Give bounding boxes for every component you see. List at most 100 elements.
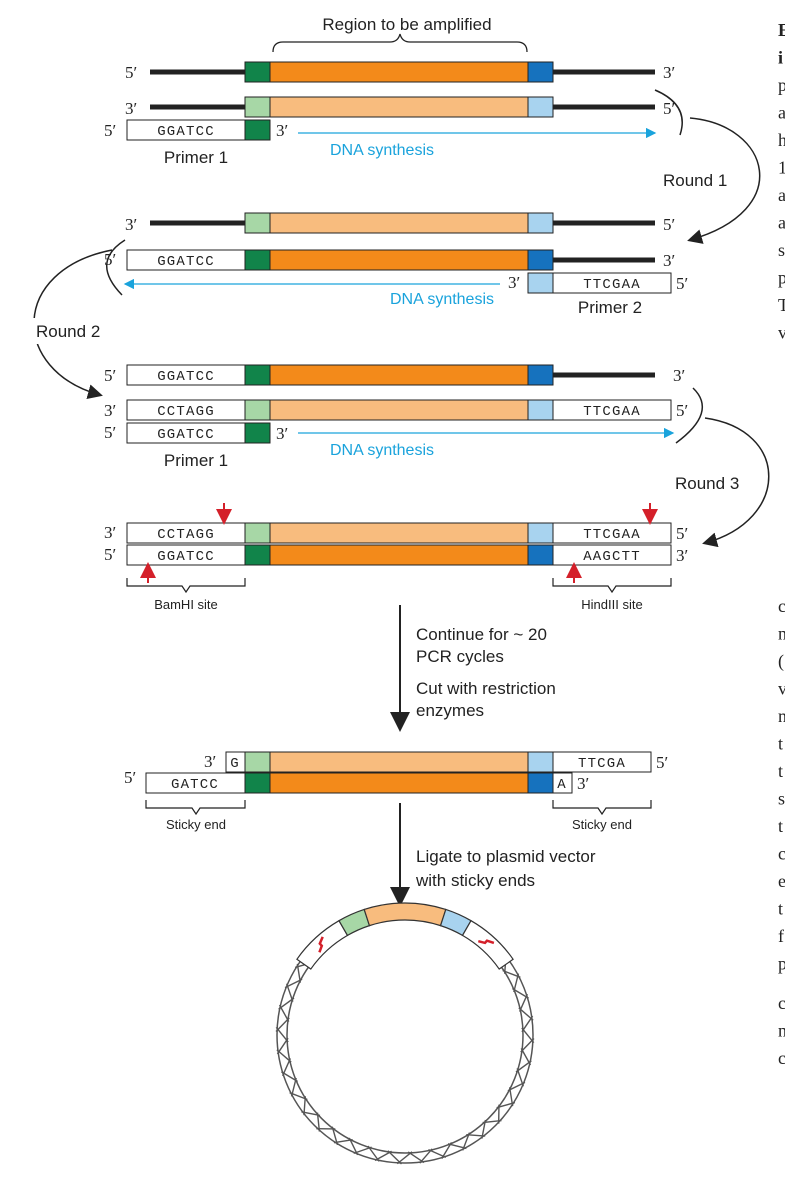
svg-text:5′: 5′ xyxy=(104,545,116,564)
region-brace xyxy=(272,33,528,53)
svg-text:TTCGAA: TTCGAA xyxy=(583,404,641,420)
side-text-letter: a xyxy=(778,103,785,123)
helix-rung xyxy=(428,1148,447,1159)
bamhi-site-label: BamHI site xyxy=(154,597,218,612)
svg-text:3′: 3′ xyxy=(676,546,688,565)
svg-text:GGATCC: GGATCC xyxy=(157,369,215,385)
insert-segment xyxy=(363,902,447,927)
primer1-sequence: GGATCC xyxy=(157,124,215,140)
round3-bracket xyxy=(675,387,703,444)
round2-strand-b: 3′ CCTAGG TTCGAA 5′ xyxy=(104,399,688,421)
step3-text-line2: with sticky ends xyxy=(415,871,535,890)
svg-text:3′: 3′ xyxy=(663,251,675,270)
sticky-fragment-top: 3′ G TTCGA 5′ xyxy=(204,751,668,773)
helix-rung xyxy=(367,1145,380,1162)
side-text-letter: t xyxy=(778,899,783,919)
synthesis-label: DNA synthesis xyxy=(330,142,434,159)
insert-segment xyxy=(461,919,514,970)
template-top-strand: 5′ 3′ xyxy=(125,61,675,83)
helix-rung xyxy=(387,1150,402,1165)
sticky-brace-left xyxy=(145,800,246,816)
svg-text:TTCGAA: TTCGAA xyxy=(583,527,641,543)
primer1-round3: 5′ GGATCC 3′ Primer 1 xyxy=(104,422,288,470)
ligation-junction xyxy=(477,939,495,945)
final-duplex-bottom: 5′ GGATCC AAGCTT 3′ xyxy=(104,544,688,566)
plasmid-helix-rungs xyxy=(275,954,535,1165)
helix-rung xyxy=(407,1151,425,1164)
round2-strand-a: 5′ GGATCC 3′ xyxy=(104,364,685,386)
side-text-letter: n xyxy=(778,624,785,644)
primer1-label: Primer 1 xyxy=(164,148,228,167)
side-text-letter: c xyxy=(778,993,785,1013)
side-text-letter: v xyxy=(778,323,785,343)
side-text-letter: e xyxy=(778,871,785,891)
hindiii-brace xyxy=(552,578,672,594)
round3-label: Round 3 xyxy=(675,474,739,493)
helix-rung xyxy=(482,1119,502,1124)
side-text-letter: p xyxy=(778,954,785,974)
primer1-round1: 5′ GGATCC 3′ Primer 1 xyxy=(104,119,288,167)
primer2-sequence: TTCGAA xyxy=(583,277,641,293)
step2-text-line1: Cut with restriction xyxy=(416,679,556,698)
side-text-letter: p xyxy=(778,75,785,95)
side-text-letter: v xyxy=(778,679,785,699)
synthesis-label: DNA synthesis xyxy=(330,442,434,459)
svg-text:5′: 5′ xyxy=(656,753,668,772)
helix-rung xyxy=(316,1112,321,1132)
plasmid-vector xyxy=(275,902,535,1165)
sticky-fragment-bottom: 5′ GATCC A 3′ xyxy=(124,768,589,794)
side-text-letter: f xyxy=(778,926,784,946)
ligation-junction xyxy=(318,936,324,953)
side-text-letter: n xyxy=(778,706,785,726)
helix-rung xyxy=(348,1137,359,1156)
side-text-letter: t xyxy=(778,761,783,781)
helix-rung xyxy=(513,973,520,993)
helix-rung xyxy=(275,1017,290,1032)
five-prime-label: 5′ xyxy=(125,63,137,82)
hindiii-site-label: HindIII site xyxy=(581,597,642,612)
side-text-letter: c xyxy=(778,1048,785,1068)
side-text-letter: i xyxy=(778,48,783,68)
round3-bg xyxy=(668,468,763,494)
side-text-letter: T xyxy=(778,295,785,315)
svg-text:5′: 5′ xyxy=(676,524,688,543)
step2-text-line2: enzymes xyxy=(416,701,484,720)
svg-text:GATCC: GATCC xyxy=(171,777,219,793)
plasmid-insert xyxy=(296,902,514,970)
round1-arrow xyxy=(687,117,761,244)
primer1-label: Primer 1 xyxy=(164,451,228,470)
sticky-end-label-right: Sticky end xyxy=(572,817,632,832)
region-title: Region to be amplified xyxy=(322,15,491,34)
round1-label: Round 1 xyxy=(663,171,727,190)
round1-bracket xyxy=(654,89,683,136)
side-text-letter: a xyxy=(778,185,785,205)
helix-rung xyxy=(278,997,295,1010)
side-text-letter: c xyxy=(778,844,785,864)
five-prime-label: 5′ xyxy=(104,121,116,140)
round2-bg xyxy=(30,318,108,344)
three-prime-label: 3′ xyxy=(663,63,675,82)
svg-text:5′: 5′ xyxy=(663,215,675,234)
svg-text:3′: 3′ xyxy=(508,273,520,292)
helix-rung xyxy=(521,1015,534,1033)
svg-text:3′: 3′ xyxy=(104,523,116,542)
helix-rung xyxy=(331,1126,339,1146)
side-text-letter: s xyxy=(778,789,785,809)
three-prime-label: 3′ xyxy=(125,99,137,118)
svg-text:CCTAGG: CCTAGG xyxy=(157,527,215,543)
five-prime-label: 5′ xyxy=(663,99,675,118)
helix-rung xyxy=(447,1143,467,1150)
helix-rung xyxy=(276,1037,289,1055)
round2-bracket xyxy=(106,239,126,296)
svg-text:3′: 3′ xyxy=(125,215,137,234)
svg-text:3′: 3′ xyxy=(204,752,216,771)
svg-text:TTCGA: TTCGA xyxy=(578,756,626,772)
helix-rung xyxy=(281,1058,292,1077)
primer2-round2: 3′ TTCGAA 5′ Primer 2 xyxy=(508,272,688,317)
svg-text:3′: 3′ xyxy=(276,424,288,443)
svg-text:5′: 5′ xyxy=(104,423,116,442)
primer2-label: Primer 2 xyxy=(578,298,642,317)
